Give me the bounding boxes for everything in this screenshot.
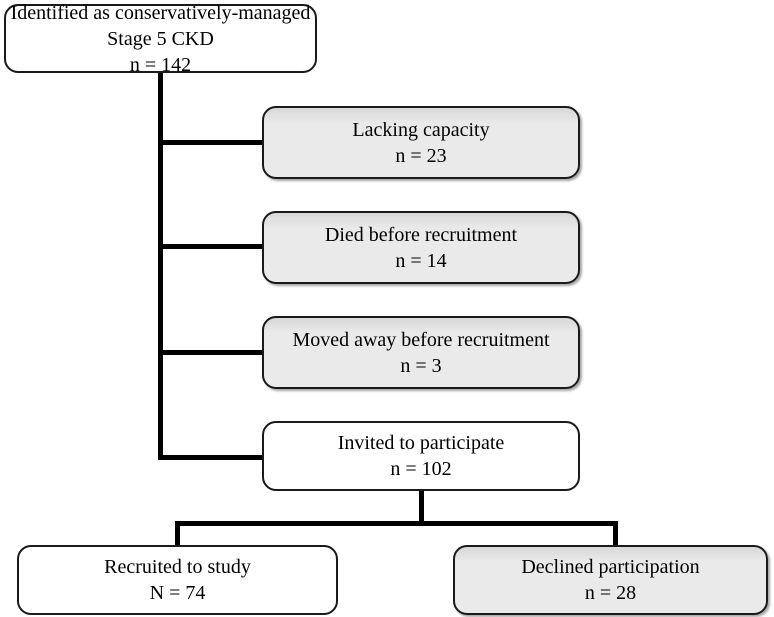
connector-stub-declined [613,521,618,545]
connector-branch-died [158,244,262,249]
node-count: n = 14 [395,249,447,272]
node-count: n = 3 [400,354,442,377]
node-lacking-capacity: Lacking capacity n = 23 [262,106,580,179]
node-count: n = 23 [395,144,447,167]
node-declined-participation: Declined participation n = 28 [453,545,768,615]
node-identified-stage5-ckd: Identified as conservatively-managed Sta… [4,2,317,76]
node-label: Identified as conservatively-managed [10,1,311,24]
node-label: Died before recruitment [324,223,518,246]
node-label: Lacking capacity [352,118,490,141]
node-invited-to-participate: Invited to participate n = 102 [262,421,580,491]
node-died-before-recruitment: Died before recruitment n = 14 [262,211,580,284]
node-label: Declined participation [521,556,700,578]
node-count: N = 74 [149,582,206,604]
connector-trunk-vertical [158,72,163,460]
node-count: n = 28 [584,582,637,604]
connector-branch-moved [158,350,262,355]
node-count: n = 102 [390,458,452,480]
connector-branch-lacking [158,140,262,145]
node-label: Stage 5 CKD [107,27,214,50]
connector-split-horizontal [175,521,618,526]
connector-branch-invited [158,455,262,460]
node-recruited-to-study: Recruited to study N = 74 [17,545,338,615]
node-moved-away-before-recruitment: Moved away before recruitment n = 3 [262,316,580,389]
connector-stub-recruited [175,521,180,545]
node-label: Recruited to study [104,556,251,578]
node-count: n = 142 [129,53,192,76]
node-label: Moved away before recruitment [292,328,550,351]
connector-invited-down [419,490,424,526]
node-label: Invited to participate [337,432,505,454]
